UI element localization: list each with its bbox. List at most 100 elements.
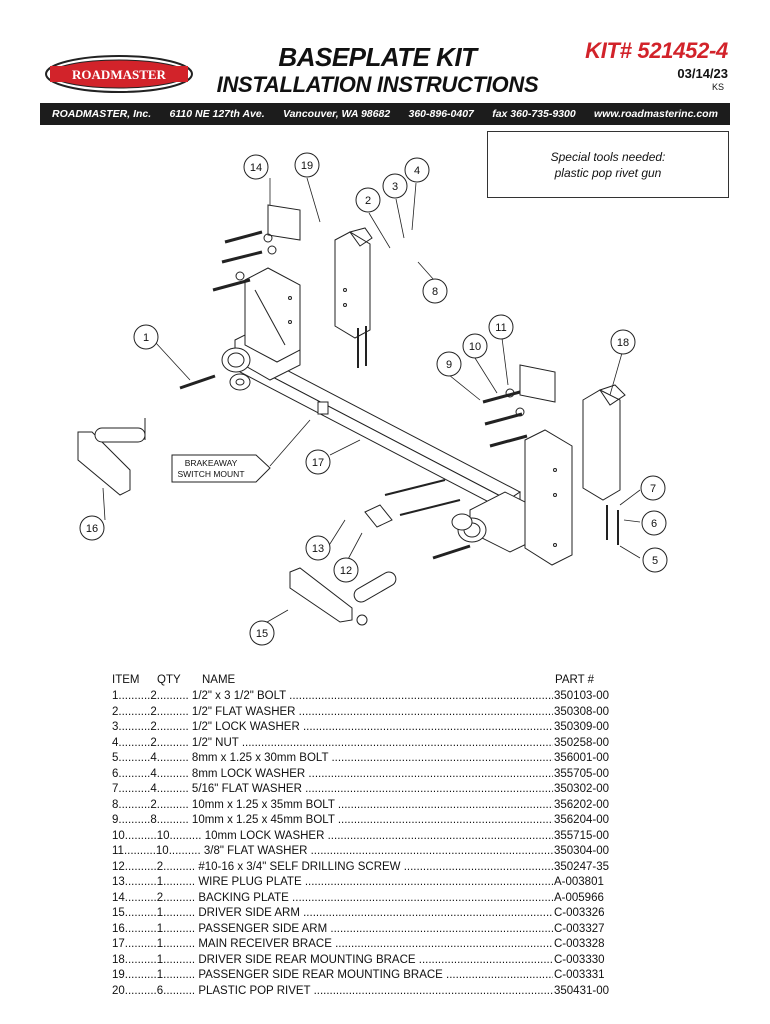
part-entry: 13..........1.......... WIRE PLUG PLATE — [112, 875, 553, 891]
bolt-stack-upper-left — [212, 230, 277, 292]
tools-item: plastic pop rivet gun — [554, 166, 662, 180]
item-number: 6 — [112, 767, 119, 780]
quantity: 2 — [156, 891, 164, 904]
quantity: 2 — [150, 736, 157, 749]
quantity: 2 — [150, 690, 157, 702]
part-name: 10mm LOCK WASHER — [204, 829, 325, 842]
dot-leader: .......... — [124, 860, 157, 873]
item-number: 18 — [112, 953, 125, 966]
part-entry: 2..........2.......... 1/2" FLAT WASHER — [112, 705, 553, 721]
table-row: 10..........10.......... 10mm LOCK WASHE… — [112, 829, 617, 845]
header-name: NAME — [202, 674, 236, 686]
dot-leader: .......... — [156, 736, 192, 749]
table-row: 5..........4.......... 8mm x 1.25 x 30mm… — [112, 751, 617, 767]
quantity: 10 — [156, 829, 170, 842]
svg-text:18: 18 — [617, 337, 629, 349]
item-number: 17 — [112, 938, 125, 950]
quantity: 2 — [150, 721, 157, 733]
dot-leader: .......... — [163, 938, 199, 950]
document-date: 03/14/23 — [677, 66, 728, 81]
part-entry: 18..........1.......... DRIVER SIDE REAR… — [112, 953, 553, 969]
dot-leader: .......... — [118, 690, 151, 702]
table-row: 9..........8.......... 10mm x 1.25 x 45m… — [112, 813, 617, 829]
svg-text:14: 14 — [250, 162, 262, 174]
dot-leader: .......... — [156, 783, 192, 795]
dot-leader: .......... — [156, 814, 192, 826]
quantity: 1 — [156, 969, 164, 981]
table-row: 15..........1.......... DRIVER SIDE ARMC… — [112, 906, 617, 922]
callout-4: 4 — [404, 157, 430, 183]
callout-5: 5 — [642, 547, 668, 573]
dot-leader: .......... — [156, 767, 192, 780]
dot-leader: .......... — [156, 705, 192, 718]
backing-plate-14-right — [519, 364, 556, 403]
driver-rear-mounting-brace — [582, 384, 626, 501]
part-number: 355715-00 — [554, 829, 609, 842]
table-row: 11..........10.......... 3/8" FLAT WASHE… — [112, 844, 617, 860]
part-name: 3/8" FLAT WASHER — [203, 845, 308, 857]
svg-text:19: 19 — [301, 160, 313, 172]
parts-list-rows: 1..........2.......... 1/2" x 3 1/2" BOL… — [112, 689, 617, 999]
dot-leader: .......... — [156, 798, 192, 811]
table-row: 2..........2.......... 1/2" FLAT WASHER3… — [112, 705, 617, 721]
brakeaway-mount-tab — [317, 401, 329, 415]
part-entry: 11..........10.......... 3/8" FLAT WASHE… — [112, 844, 553, 860]
contact-bar: ROADMASTER, Inc. 6110 NE 127th Ave. Vanc… — [40, 103, 730, 125]
special-tools-box: Special tools needed: plastic pop rivet … — [487, 131, 729, 198]
dot-leader: .......... — [124, 891, 157, 904]
svg-text:ROADMASTER: ROADMASTER — [72, 67, 167, 82]
table-row: 18..........1.......... DRIVER SIDE REAR… — [112, 953, 617, 969]
dot-leader: .......... — [156, 690, 192, 702]
part-entry: 19..........1.......... PASSENGER SIDE R… — [112, 968, 553, 984]
table-row: 4..........2.......... 1/2" NUT350258-00 — [112, 736, 617, 752]
table-row: 14..........2.......... BACKING PLATEA-0… — [112, 891, 617, 907]
roadmaster-logo: ROADMASTER — [45, 55, 193, 93]
part-name: DRIVER SIDE ARM — [198, 907, 300, 919]
item-number: 10 — [112, 829, 125, 842]
svg-text:11: 11 — [495, 322, 506, 334]
dot-leader: .......... — [124, 953, 157, 966]
item-number: 14 — [112, 891, 125, 904]
part-name: 5/16" FLAT WASHER — [191, 783, 302, 795]
callout-leaders — [102, 177, 641, 626]
callout-3: 3 — [382, 173, 408, 199]
part-entry: 10..........10.......... 10mm LOCK WASHE… — [112, 829, 553, 845]
part-number: A-005966 — [554, 891, 604, 904]
part-entry: 17..........1.......... MAIN RECEIVER BR… — [112, 937, 553, 953]
table-row: 8..........2.......... 10mm x 1.25 x 35m… — [112, 798, 617, 814]
table-row: 7..........4.......... 5/16" FLAT WASHER… — [112, 782, 617, 798]
callout-9: 9 — [436, 351, 462, 377]
item-number: 15 — [112, 907, 125, 919]
quantity: 10 — [155, 845, 169, 857]
dot-leader: .......... — [124, 829, 157, 842]
header-qty: QTY — [157, 674, 181, 686]
svg-text:3: 3 — [392, 181, 398, 193]
dot-leader: .......... — [163, 891, 199, 904]
part-entry: 3..........2.......... 1/2" LOCK WASHER — [112, 720, 553, 736]
part-name: PASSENGER SIDE REAR MOUNTING BRACE — [198, 969, 443, 981]
part-number: C-003331 — [554, 969, 605, 981]
table-row: 13..........1.......... WIRE PLUG PLATEA… — [112, 875, 617, 891]
bolt-item-1-left — [179, 374, 216, 390]
part-entry: 14..........2.......... BACKING PLATE — [112, 891, 553, 907]
svg-text:BRAKEAWAY: BRAKEAWAY — [185, 458, 238, 468]
pop-rivet-rods — [384, 479, 446, 496]
dot-leader: .......... — [163, 984, 199, 997]
item-number: 5 — [112, 752, 119, 764]
quantity: 4 — [150, 783, 157, 795]
dot-leader: .......... — [163, 907, 199, 919]
callout-14: 14 — [243, 154, 269, 180]
part-number: 350304-00 — [554, 845, 609, 857]
callout-2: 2 — [355, 187, 381, 213]
part-number: 350258-00 — [554, 736, 609, 749]
part-number: 356001-00 — [554, 752, 609, 764]
header-part-number: PART # — [555, 674, 594, 686]
kit-number: KIT# 521452-4 — [585, 38, 728, 63]
part-name: DRIVER SIDE REAR MOUNTING BRACE — [198, 953, 416, 966]
part-entry: 5..........4.......... 8mm x 1.25 x 30mm… — [112, 751, 553, 767]
pop-rivet-rod-2 — [399, 499, 461, 516]
passenger-rear-mounting-brace — [334, 227, 373, 339]
quantity: 2 — [156, 860, 164, 873]
callout-1: 1 — [133, 324, 159, 350]
svg-text:12: 12 — [340, 565, 352, 577]
